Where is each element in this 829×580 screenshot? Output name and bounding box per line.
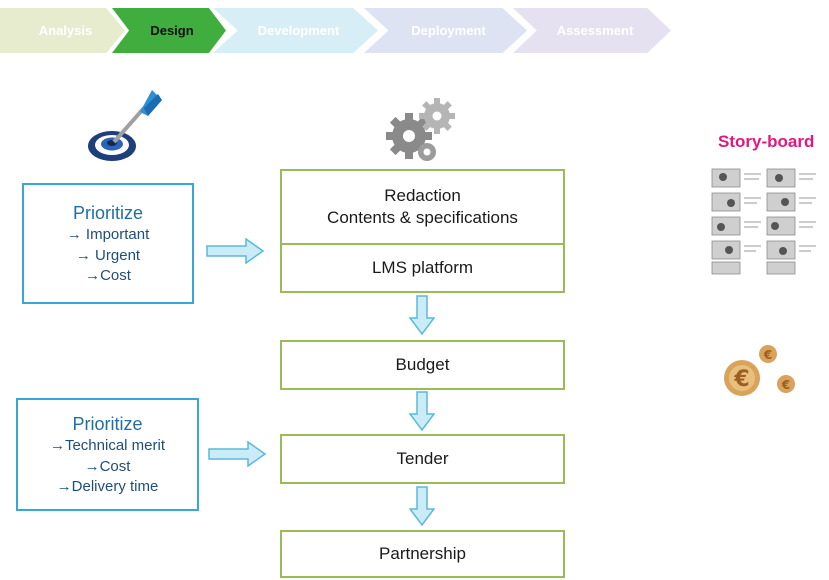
euro-coins-icon: € € € (724, 345, 795, 396)
prioritize-item: →Technical merit (49, 437, 166, 455)
phase-assessment: Assessment (513, 8, 671, 53)
phase-development: Development (213, 8, 378, 53)
prioritize-box-1: Prioritize → Important → Urgent →Cost (22, 183, 194, 304)
prioritize-item: → Important (66, 226, 150, 244)
arrow-down-icon (409, 486, 435, 526)
budget-label: Budget (395, 354, 450, 374)
prioritize-item: →Delivery time (56, 477, 159, 495)
prioritize-box-2: Prioritize →Technical merit →Cost →Deliv… (16, 398, 199, 511)
prioritize-title: Prioritize (72, 413, 143, 434)
partnership-box: Partnership (280, 530, 565, 578)
phase-deployment: Deployment (364, 8, 527, 53)
lms-platform-box: LMS platform (280, 243, 565, 293)
lms-platform-label: LMS platform (371, 257, 474, 277)
tender-box: Tender (280, 434, 565, 484)
redaction-title: Redaction (384, 185, 461, 205)
phase-label: Design (150, 23, 194, 38)
arrow-right-icon (206, 238, 264, 264)
phase-label: Deployment (411, 23, 486, 38)
arrow-down-icon (409, 295, 435, 335)
svg-text:€: € (733, 367, 749, 392)
arrow-right-icon (208, 441, 266, 467)
svg-text:€: € (781, 378, 790, 392)
gears-icon (386, 98, 455, 161)
budget-box: Budget (280, 340, 565, 390)
prioritize-item: →Cost (85, 266, 131, 284)
partnership-label: Partnership (379, 543, 466, 563)
phase-analysis: Analysis (0, 8, 125, 53)
phase-label: Assessment (556, 23, 634, 38)
svg-text:€: € (763, 348, 772, 362)
redaction-box: Redaction Contents & specifications (280, 169, 565, 245)
prioritize-title: Prioritize (72, 202, 143, 223)
dart-target-icon (88, 90, 162, 161)
phase-label: Development (257, 23, 340, 38)
phase-label: Analysis (38, 23, 93, 38)
phase-design: Design (112, 8, 226, 53)
arrow-down-icon (409, 391, 435, 431)
prioritize-item: →Cost (84, 457, 131, 475)
storyboard-icon (709, 166, 819, 276)
prioritize-item: → Urgent (75, 246, 141, 264)
tender-label: Tender (396, 448, 449, 468)
redaction-subtitle: Contents & specifications (327, 208, 518, 227)
storyboard-title: Story-board (718, 132, 815, 151)
